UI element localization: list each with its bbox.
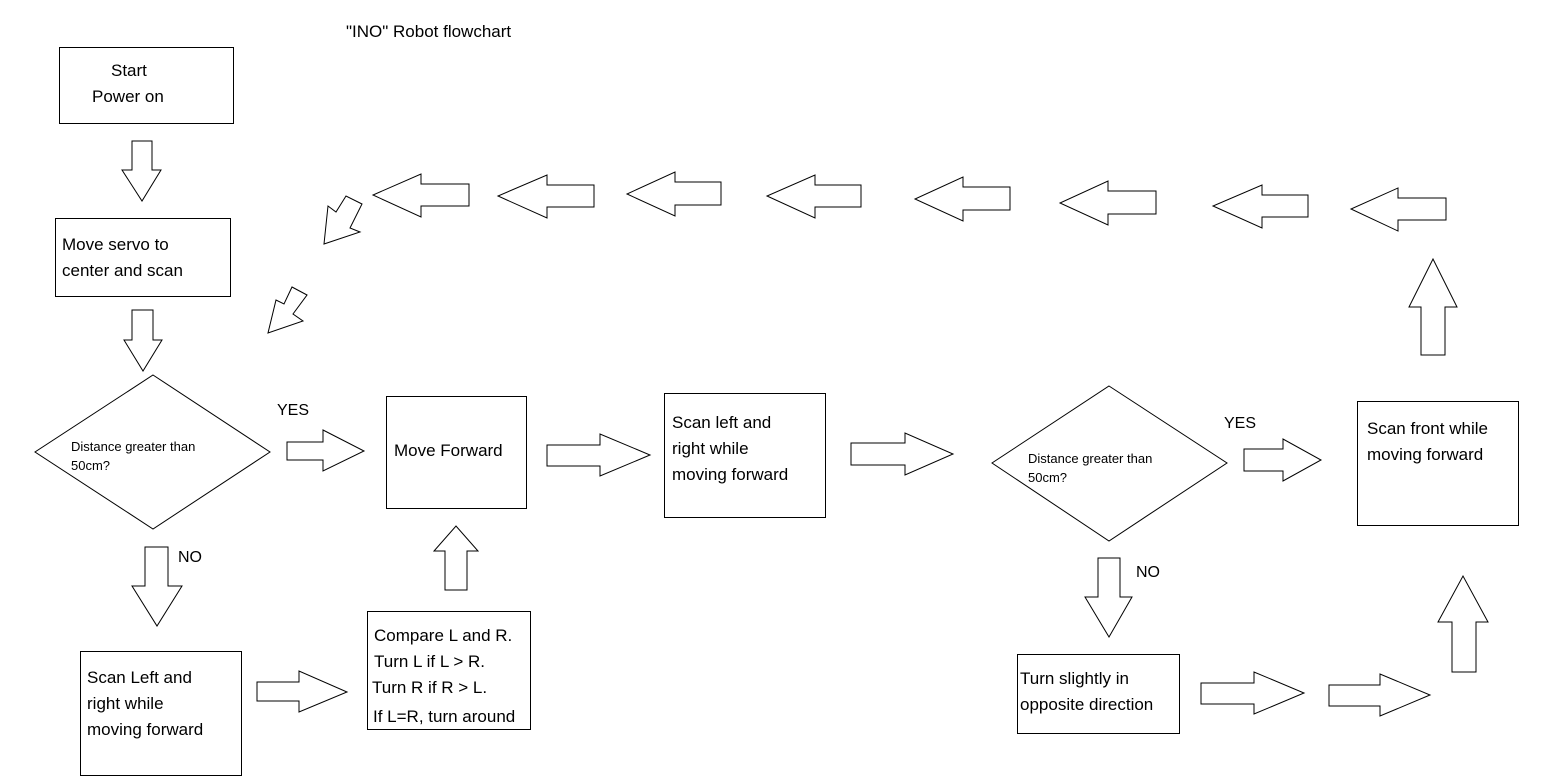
scan-left-right-line-1: Scan Left and (87, 668, 192, 687)
turn-slightly-line-1: Turn slightly in (1020, 669, 1129, 688)
decision-left-line-1: Distance greater than (71, 439, 196, 454)
scan-left-right-line-2: right while (87, 694, 164, 713)
arrow-left-loop-8 (371, 173, 470, 218)
arrow-up-scanfront-to-loop (1408, 257, 1458, 356)
arrow-right-scanlr-to-compare (256, 670, 349, 713)
arrow-right-turn-2 (1328, 673, 1432, 717)
arrow-left-loop-5 (765, 174, 862, 219)
move-servo-line-1: Move servo to (62, 235, 169, 254)
arrow-left-loop-4 (913, 176, 1011, 222)
arrow-down-no-right (1084, 557, 1133, 638)
arrow-left-loop-3 (1058, 180, 1157, 226)
arrow-left-loop-2 (1211, 184, 1309, 229)
compare-box (367, 611, 531, 730)
move-forward-label: Move Forward (394, 441, 503, 460)
arrow-down-servo-to-decision (123, 309, 163, 372)
scan-lr-forward-box (664, 393, 826, 518)
no-label-right: NO (1136, 564, 1160, 581)
turn-slightly-box (1017, 654, 1180, 734)
scan-left-right-line-3: moving forward (87, 720, 204, 739)
power-on-label: Power on (92, 87, 164, 106)
decision-left-line-2: 50cm? (71, 458, 111, 473)
arrow-diagonal-loop-2 (267, 286, 308, 334)
start-box (59, 47, 234, 124)
arrow-left-loop-1 (1349, 187, 1447, 232)
scan-lr-forward-line-2: right while (672, 439, 749, 458)
decision-right-line-1: Distance greater than (1028, 451, 1153, 466)
arrow-left-loop-6 (625, 171, 722, 217)
yes-label-left: YES (277, 402, 310, 419)
scan-front-line-2: moving forward (1367, 445, 1484, 464)
no-label-left: NO (178, 549, 202, 566)
scan-left-right-box (80, 651, 242, 776)
decision-diamond-right (991, 385, 1228, 542)
flowchart-title: "INO" Robot flowchart (346, 22, 512, 41)
arrow-diagonal-loop-1 (323, 195, 363, 245)
decision-right-line-2: 50cm? (1028, 470, 1068, 485)
arrow-down-start-to-servo (121, 140, 162, 202)
arrow-right-forward-to-scan (546, 433, 652, 477)
decision-diamond-left (34, 374, 271, 530)
compare-line-2: Turn L if L > R. (374, 652, 486, 671)
move-forward-box (386, 396, 527, 509)
compare-line-1: Compare L and R. (374, 626, 513, 645)
arrow-right-yes-left (286, 429, 366, 472)
compare-line-4: If L=R, turn around (373, 707, 516, 726)
arrow-down-no-left (131, 546, 183, 627)
arrow-right-turn-1 (1200, 671, 1306, 715)
scan-lr-forward-line-1: Scan left and (672, 413, 772, 432)
arrow-left-loop-7 (496, 174, 595, 219)
scan-lr-forward-line-3: moving forward (672, 465, 789, 484)
arrow-up-compare-to-forward (432, 525, 480, 591)
scan-front-box (1357, 401, 1519, 526)
yes-label-right: YES (1224, 415, 1257, 432)
compare-line-3: Turn R if R > L. (372, 678, 488, 697)
move-servo-box (55, 218, 231, 297)
turn-slightly-line-2: opposite direction (1020, 695, 1154, 714)
arrow-up-turn-to-scanfront (1437, 574, 1489, 673)
move-servo-line-2: center and scan (62, 261, 183, 280)
arrow-right-yes-right (1243, 438, 1323, 482)
arrow-right-scan-to-decision (850, 432, 955, 476)
scan-front-line-1: Scan front while (1367, 419, 1488, 438)
start-label: Start (111, 61, 147, 80)
